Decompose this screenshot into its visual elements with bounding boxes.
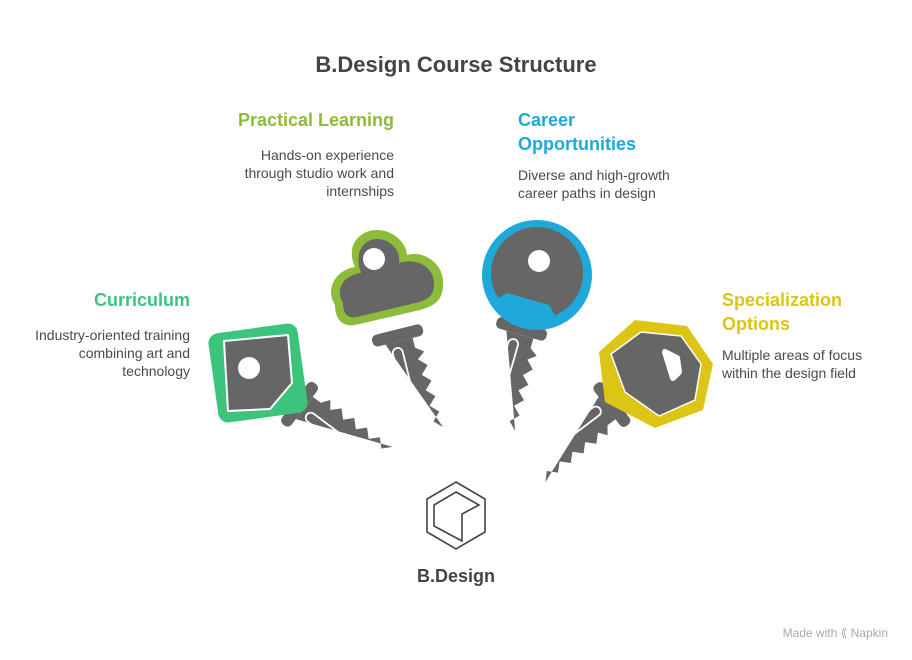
- key-career-opportunities: [462, 220, 592, 455]
- key-specialization-options: [497, 320, 713, 500]
- item-description: Hands-on experience through studio work …: [244, 147, 394, 199]
- key-practical-learning: [331, 230, 454, 462]
- diagram-title: B.Design Course Structure: [315, 52, 597, 77]
- item-title: Curriculum: [93, 290, 190, 310]
- item-description: Industry-oriented training combining art…: [35, 327, 190, 379]
- footer-text: Made with: [782, 626, 838, 640]
- item-title: Specialization Options: [722, 290, 843, 334]
- made-with-footer[interactable]: Made with ⟪ Napkin: [783, 626, 888, 640]
- item-career-opportunities: Career Opportunities Diverse and high-gr…: [518, 108, 688, 202]
- center-label: B.Design: [416, 566, 495, 586]
- napkin-logo-icon: ⟪: [840, 626, 848, 640]
- footer-brand: Napkin: [850, 626, 888, 640]
- item-practical-learning: Practical Learning Hands-on experience t…: [194, 108, 394, 200]
- item-specialization-options: Specialization Options Multiple areas of…: [722, 288, 892, 382]
- key-curriculum: [208, 323, 414, 500]
- hexagon-box-icon: [426, 481, 486, 550]
- item-curriculum: Curriculum Industry-oriented training co…: [0, 288, 190, 380]
- item-description: Multiple areas of focus within the desig…: [722, 347, 863, 381]
- item-title: Career Opportunities: [518, 110, 636, 154]
- item-description: Diverse and high-growth career paths in …: [518, 167, 670, 201]
- item-title: Practical Learning: [237, 110, 394, 130]
